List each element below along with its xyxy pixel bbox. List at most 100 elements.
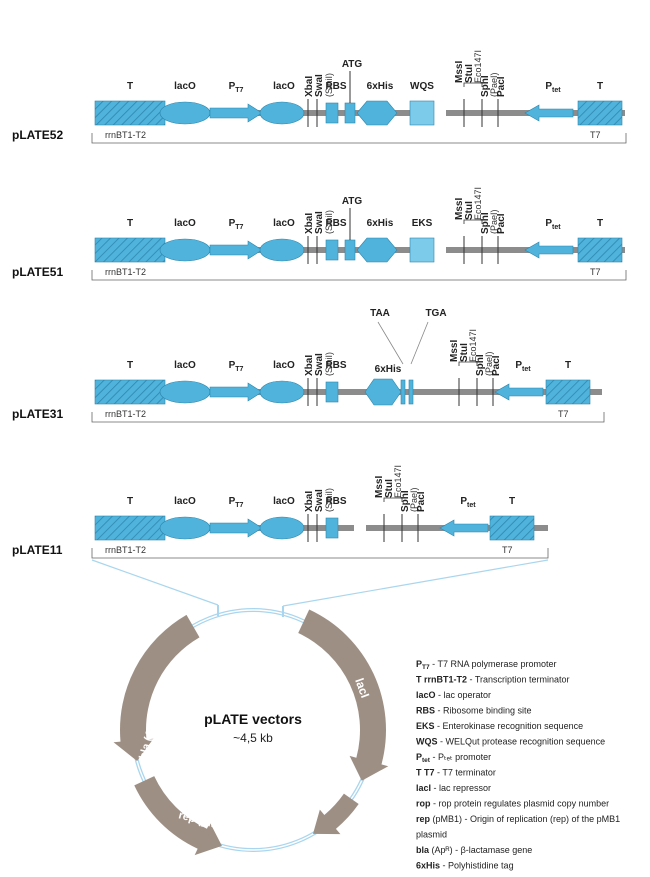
terminator-right-label: T [597,218,603,229]
smii-site-label: (SmiI) [324,352,334,376]
laco-operator-1 [159,380,211,404]
laco-operator-2 [259,101,305,125]
ptet-promoter-label: Ptet [460,496,476,509]
taa-pointer-line [377,321,404,365]
his-tag-label: 6xHis [375,364,402,375]
terminator-right-label: T [509,496,515,507]
swai-site-label: SwaI [314,211,325,234]
terminator-left-label: T [127,218,133,229]
smii-site-label: (SmiI) [324,210,334,234]
construct-bracket [91,412,605,423]
legend-item: plasmid [416,830,447,840]
terminator-rrnb-box [94,237,166,263]
site-bracket [458,361,478,366]
xbai-site-label: XbaI [304,76,315,97]
sphi-site-label: SphI [480,212,491,234]
mssi-site-label: MssI [449,340,460,362]
legend-item: rop - rop protein regulates plasmid copy… [416,799,609,809]
laco-label-1: lacO [174,496,196,507]
protease-site-label: EKS [412,218,433,229]
his-tag-hexagon [364,378,402,406]
legend-item: RBS - Ribosome binding site [416,706,532,716]
pt7-promoter-label: PT7 [229,496,244,509]
backbone-segment [95,389,602,395]
xbai-site-label: XbaI [304,491,315,512]
legend-item: Ptet - Pₜₑₜ promoter [416,752,491,764]
paei-site-label: (PaeI) [484,351,494,376]
his-tag-label: 6xHis [367,218,394,229]
rbs-block [325,517,339,539]
terminator-right-label: T [597,81,603,92]
laco-label-1: lacO [174,81,196,92]
sphi-site-label: SphI [475,354,486,376]
swai-site-label: SwaI [314,74,325,97]
his-tag-hexagon [356,100,398,126]
rrnb-sub-label: rrnBT1-T2 [105,545,146,555]
his-tag-hexagon [356,237,398,263]
laco-label-1: lacO [174,360,196,371]
ptet-promoter-arrow [439,519,489,537]
mssi-site-label: MssI [454,61,465,83]
protease-site-label: WQS [410,81,434,92]
laco-label-2: lacO [273,218,295,229]
stui-site-label: StuI [464,64,475,83]
terminator-left-label: T [127,81,133,92]
legend-item: T T7 - T7 terminator [416,768,496,778]
laco-operator-2 [259,516,305,540]
construct-bracket [91,548,549,559]
his-tag-label: 6xHis [367,81,394,92]
pt7-promoter-arrow [209,518,263,538]
eco147i-site-label: Eco147I [468,329,478,362]
t7-sub-label: T7 [590,267,601,277]
rbs-label: RBS [325,218,346,229]
atg-block [344,102,356,124]
pt7-promoter-label: PT7 [229,81,244,94]
construct-name: pLATE51 [12,265,63,279]
legend-item: lacI - lac repressor [416,783,491,793]
mssi-site-label: MssI [454,198,465,220]
construct-name: pLATE31 [12,407,63,421]
legend-item: lacO - lac operator [416,690,491,700]
laco-operator-2 [259,380,305,404]
paci-site-label: PacI [496,213,507,234]
rrnb-sub-label: rrnBT1-T2 [105,130,146,140]
t7-sub-label: T7 [502,545,513,555]
ptet-promoter-arrow [524,241,574,259]
eco147i-site-label: Eco147I [473,50,483,83]
atg-label: ATG [342,196,363,207]
paei-site-label: (PaeI) [409,487,419,512]
eco147i-site-label: Eco147I [393,465,403,498]
pt7-promoter-label: PT7 [229,218,244,231]
terminator-left-label: T [127,360,133,371]
connector-left [91,559,219,606]
paci-site-label: PacI [416,491,427,512]
t7-sub-label: T7 [558,409,569,419]
legend-item: PT7 - T7 RNA polymerase promoter [416,659,557,671]
ptet-promoter-arrow [524,104,574,122]
rep-origin-arrow [134,776,222,856]
plasmid-size: ~4,5 kb [233,731,273,745]
terminator-rrnb-box [94,379,166,405]
xbai-site-label: XbaI [304,213,315,234]
terminator-left-label: T [127,496,133,507]
legend-item: WQS - WELQut protease recognition sequen… [416,737,605,747]
terminator-rrnb-box [94,100,166,126]
atg-block [344,239,356,261]
terminator-t7-box [489,515,535,541]
pt7-promoter-arrow [209,103,263,123]
laci-gene-arrow [298,609,389,781]
laco-operator-2 [259,238,305,262]
xbai-site-label: XbaI [304,355,315,376]
construct-bracket [91,270,627,281]
site-bracket [463,219,483,224]
atg-label: ATG [342,59,363,70]
pt7-promoter-arrow [209,240,263,260]
construct-name: pLATE52 [12,128,63,142]
swai-site-label: SwaI [314,489,325,512]
ptet-promoter-label: Ptet [515,360,531,373]
swai-site-label: SwaI [314,353,325,376]
construct-name: pLATE11 [12,543,63,557]
